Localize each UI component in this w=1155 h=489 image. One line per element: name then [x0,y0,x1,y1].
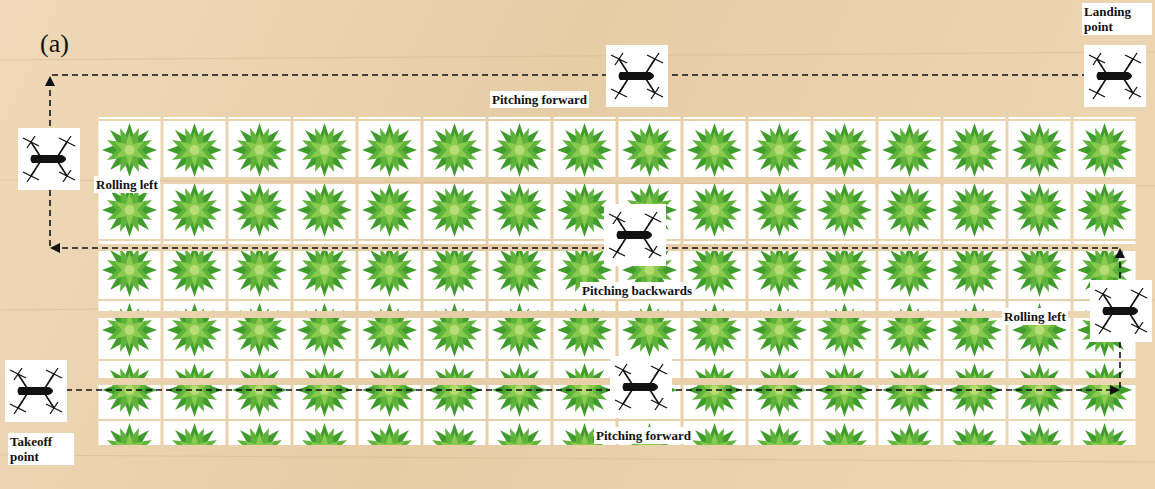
panel-letter: (a) [38,28,71,60]
flight-label: Rolling left [1002,308,1068,325]
flight-label: Pitching forward [594,427,693,444]
flight-label: Landing point [1082,3,1152,35]
flight-label: Takeoff point [8,433,74,465]
flight-label: Pitching backwards [580,282,694,299]
flight-label: Pitching forward [490,91,589,108]
flight-label: Rolling left [94,176,160,193]
